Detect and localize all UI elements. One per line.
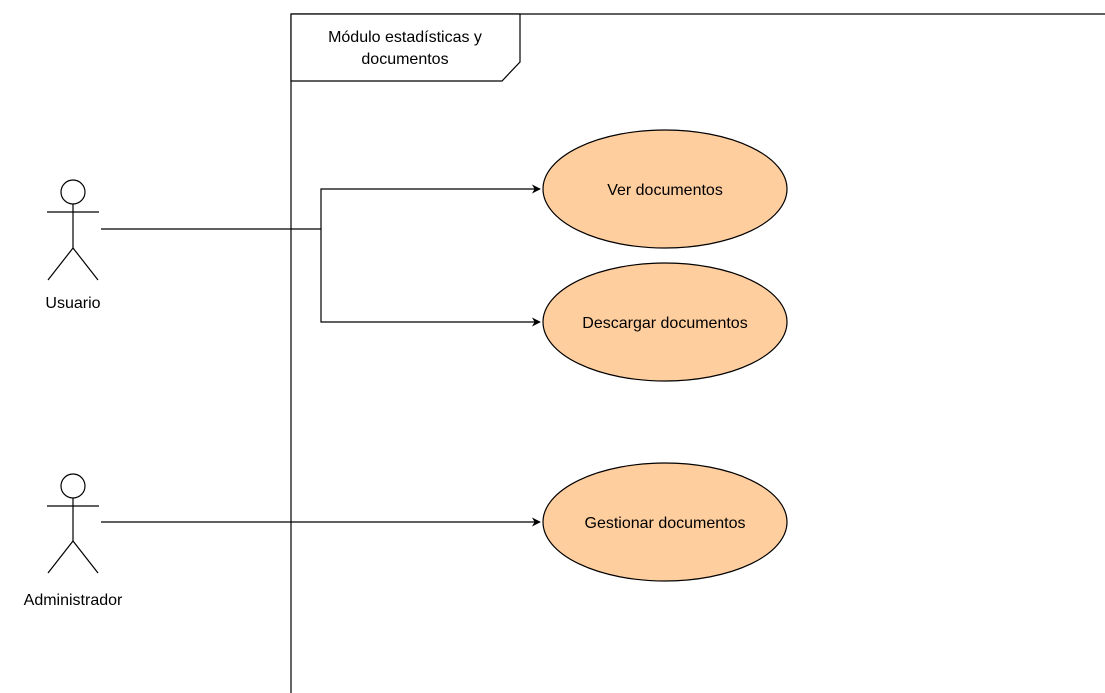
connector-usuario-ver-documentos — [101, 184, 541, 230]
actor-usuario[interactable]: Usuario — [45, 179, 101, 312]
actor-left-leg — [47, 540, 74, 574]
actor-administrador-label: Administrador — [24, 592, 123, 609]
actor-right-leg — [72, 540, 99, 574]
actor-left-leg — [47, 247, 74, 281]
connector-usuario-descargar-documentos — [320, 229, 541, 327]
use-case-descargar-documentos[interactable]: Descargar documentos — [542, 262, 788, 382]
use-case-label: Descargar documentos — [582, 315, 747, 332]
actor-right-leg — [72, 247, 99, 281]
module-title-line2: documentos — [361, 51, 448, 68]
use-case-ellipse — [542, 462, 788, 582]
use-case-gestionar-documentos[interactable]: Gestionar documentos — [542, 462, 788, 582]
use-case-label: Gestionar documentos — [585, 515, 746, 532]
actor-usuario-label: Usuario — [45, 295, 100, 312]
system-boundary: Módulo estadísticas y documentos — [290, 13, 1105, 693]
actor-administrador[interactable]: Administrador — [24, 473, 123, 609]
use-case-label: Ver documentos — [607, 182, 723, 199]
actor-head — [60, 473, 86, 499]
use-case-ellipse — [542, 262, 788, 382]
use-case-ellipse — [542, 129, 788, 249]
use-case-ver-documentos[interactable]: Ver documentos — [542, 129, 788, 249]
module-title-tab — [290, 13, 521, 82]
actor-head — [60, 179, 86, 205]
module-title-line1: Módulo estadísticas y — [328, 29, 482, 46]
